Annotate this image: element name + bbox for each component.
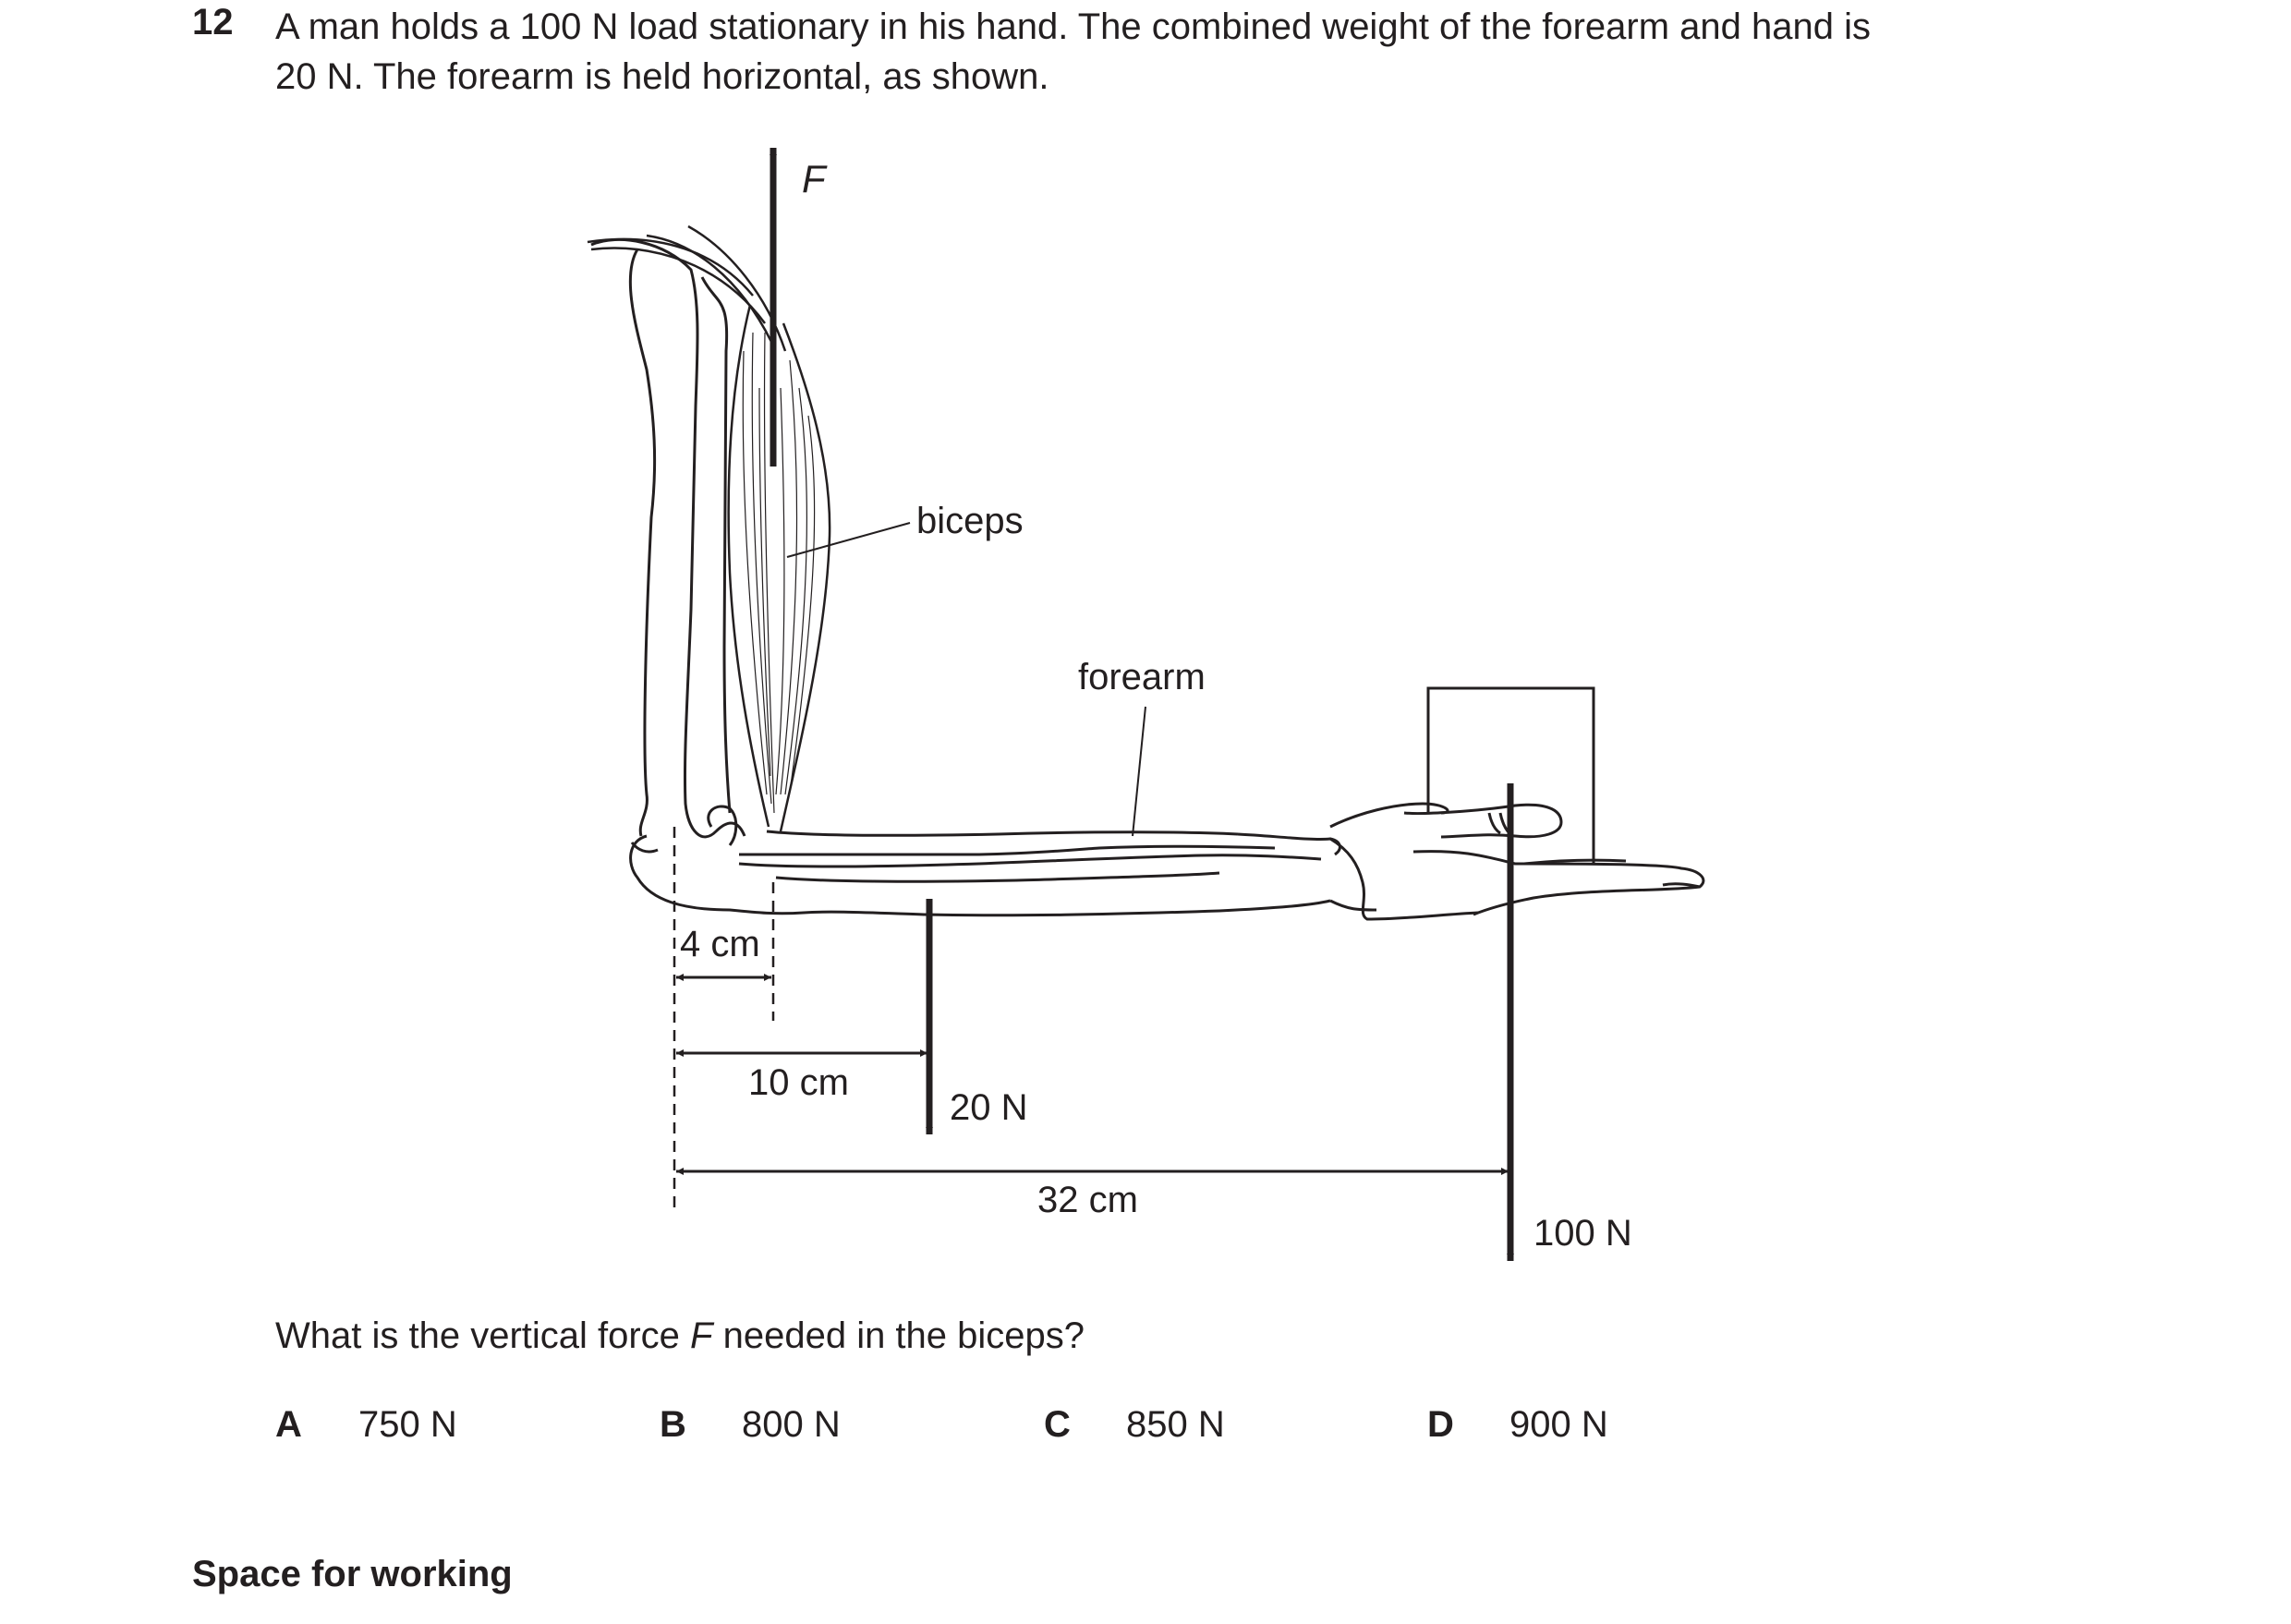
question-number: 12 — [192, 2, 234, 42]
prompt-variable: F — [690, 1315, 713, 1356]
biceps-label: biceps — [916, 501, 1024, 541]
shoulder-tendons — [587, 224, 787, 352]
load-box — [1426, 686, 1595, 864]
forearm-leader-line — [1132, 706, 1146, 837]
option-a-value[interactable]: 750 N — [358, 1404, 457, 1445]
option-b-letter[interactable]: B — [660, 1404, 686, 1445]
forearm-label: forearm — [1078, 657, 1206, 697]
weight-20n-label: 20 N — [950, 1087, 1028, 1128]
stem-line-1: A man holds a 100 N load stationary in h… — [275, 6, 1871, 47]
biceps-muscle — [727, 304, 831, 832]
question-stem: A man holds a 100 N load stationary in h… — [275, 2, 2234, 102]
prompt-text-before: What is the vertical force — [275, 1315, 691, 1356]
forearm-bones — [629, 805, 1341, 917]
dim-32cm-label: 32 cm — [1037, 1180, 1138, 1220]
option-d-value[interactable]: 900 N — [1509, 1404, 1608, 1445]
dim-4cm-label: 4 cm — [680, 924, 760, 964]
option-d-letter[interactable]: D — [1427, 1404, 1454, 1445]
option-c-letter[interactable]: C — [1044, 1404, 1071, 1445]
load-100n-label: 100 N — [1533, 1213, 1632, 1254]
force-f-label: F — [802, 157, 828, 200]
biceps-fibres — [742, 332, 816, 814]
stem-line-2: 20 N. The forearm is held horizontal, as… — [275, 56, 1049, 97]
hand — [1329, 802, 1705, 921]
dim-10cm-label: 10 cm — [748, 1062, 849, 1103]
question-prompt: What is the vertical force F needed in t… — [275, 1315, 1085, 1357]
working-space-label: Space for working — [192, 1554, 513, 1594]
humerus-bone — [590, 238, 746, 839]
biceps-leader-line — [786, 522, 911, 558]
prompt-text-after: needed in the biceps? — [712, 1315, 1085, 1356]
option-a-letter[interactable]: A — [275, 1404, 302, 1445]
option-b-value[interactable]: 800 N — [742, 1404, 841, 1445]
option-c-value[interactable]: 850 N — [1126, 1404, 1225, 1445]
